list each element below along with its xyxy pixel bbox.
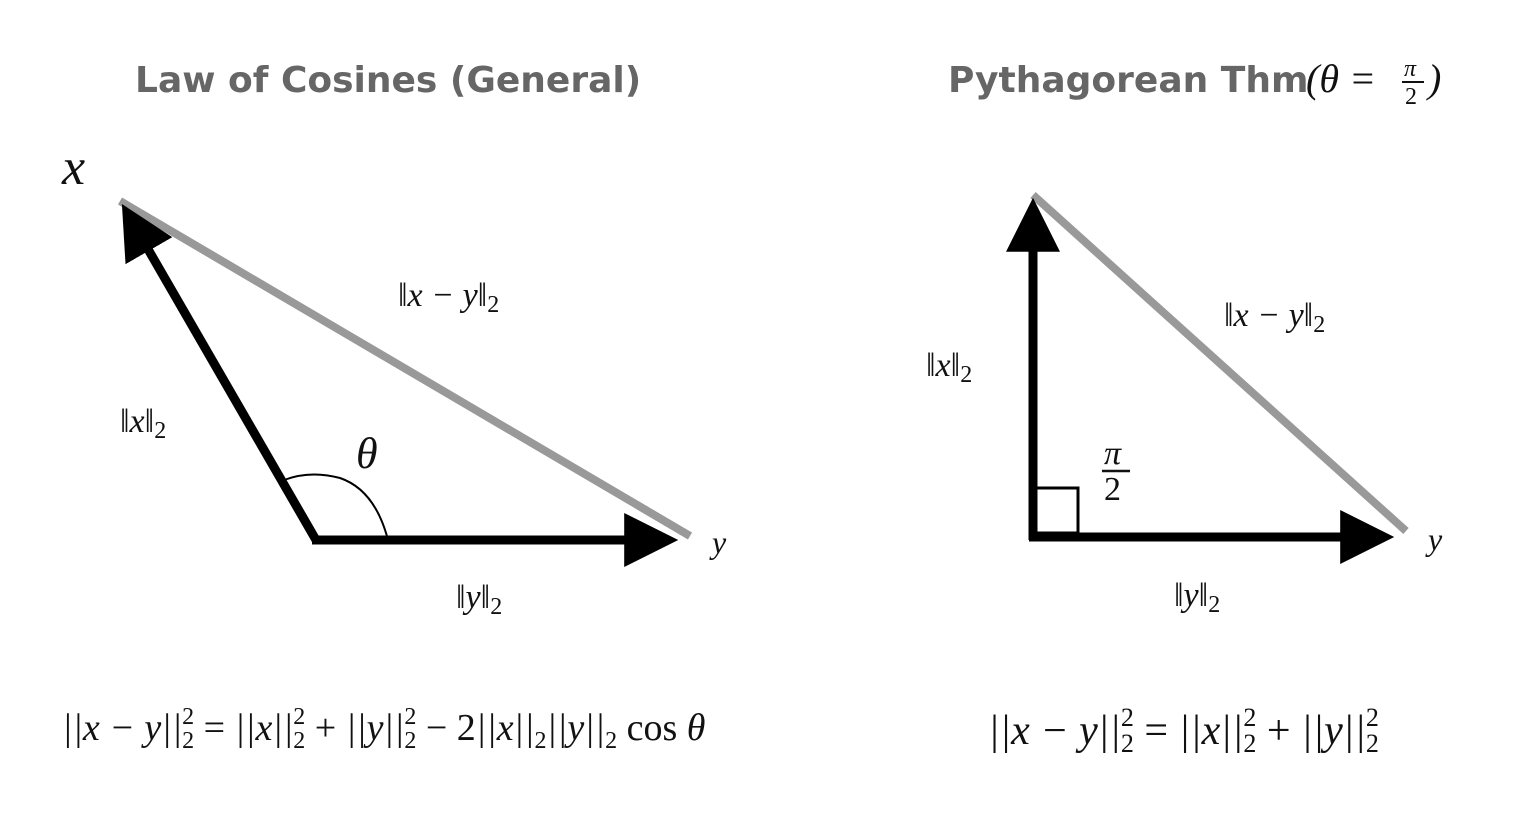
right-angle-marker [1034, 486, 1080, 535]
law-of-cosines-panel: Law of Cosines (General) x y θ ‖x‖2 ‖y‖2… [61, 60, 727, 754]
svg-text:π: π [1404, 56, 1417, 82]
left-vertex-y-label: y [709, 524, 727, 560]
right-panel-title: Pythagorean Thm [948, 60, 1308, 101]
svg-text:π: π [1104, 435, 1122, 472]
left-vector-x [121, 203, 320, 543]
left-panel-title: Law of Cosines (General) [135, 60, 641, 101]
right-side-diff-label: ‖x − y‖2 [1224, 297, 1325, 338]
left-side-x-label: ‖x‖2 [120, 403, 166, 444]
left-side-diff-label: ‖x − y‖2 [398, 277, 499, 318]
left-vertex-x-label: x [61, 139, 85, 196]
left-difference-side [117, 197, 693, 540]
left-angle-label: θ [356, 429, 378, 478]
svg-text:): ) [1426, 56, 1441, 101]
right-vertex-y-label: y [1425, 521, 1443, 557]
right-difference-side [1030, 192, 1409, 534]
svg-text:2: 2 [1405, 84, 1417, 110]
right-side-y-label: ‖y‖2 [1174, 577, 1220, 618]
right-side-x-label: ‖x‖2 [926, 347, 972, 388]
left-side-y-label: ‖y‖2 [456, 579, 502, 620]
right-panel-condition: (θ = π 2 ) [1306, 56, 1441, 110]
svg-text:2: 2 [1104, 471, 1121, 508]
right-angle-label: π 2 [1102, 435, 1130, 508]
pythagorean-panel: Pythagorean Thm (θ = π 2 ) π 2 y ‖x‖2 ‖y… [926, 56, 1443, 758]
svg-text:(θ =: (θ = [1306, 56, 1376, 101]
left-angle-arc [283, 473, 389, 541]
